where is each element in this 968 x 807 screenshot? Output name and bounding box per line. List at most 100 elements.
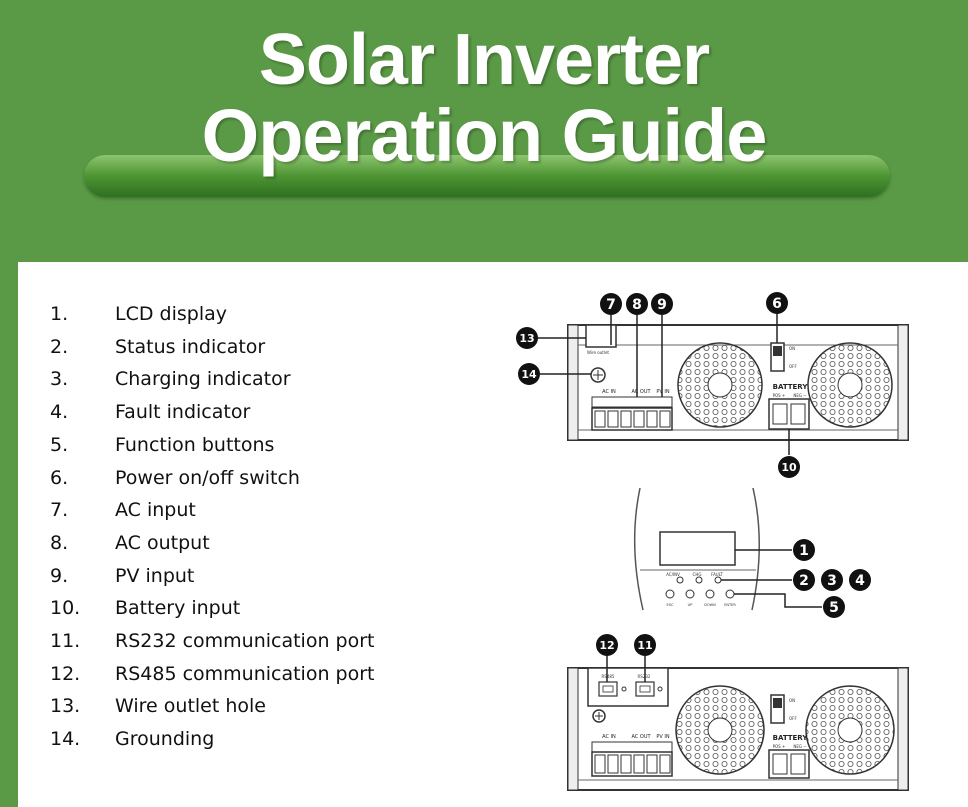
inverter-bottom-view-bottom: RS485 RS232 AC IN AC OUT PV IN ON OFF BA…	[567, 667, 909, 791]
item-label: Function buttons	[115, 433, 275, 456]
item-label: RS232 communication port	[115, 630, 375, 652]
item-number: 14.	[50, 728, 81, 751]
item-number: 12.	[50, 662, 81, 685]
item-label: Status indicator	[115, 335, 266, 358]
svg-text:8: 8	[632, 297, 642, 313]
front-button-label: ESC	[667, 603, 674, 607]
inverter-bottom-view-top: Wire outlet AC IN AC OUT PV IN ON OFF BA…	[567, 324, 909, 441]
svg-text:10: 10	[781, 461, 797, 474]
item-label: Grounding	[115, 728, 215, 751]
item-number: 4.	[50, 401, 69, 424]
svg-text:12: 12	[599, 639, 614, 652]
list-item: 1.LCD display	[50, 303, 410, 335]
switch-off-label: OFF	[789, 364, 797, 369]
fan-grille-right	[807, 342, 893, 428]
wire-outlet-label: Wire outlet	[587, 350, 609, 355]
callout-3: 3	[821, 569, 843, 591]
switch-on-label: ON	[789, 698, 795, 703]
svg-text:1: 1	[799, 543, 809, 559]
svg-text:6: 6	[772, 296, 782, 312]
page-title-line2: Operation Guide	[201, 94, 768, 177]
title-ribbon	[84, 155, 890, 197]
list-item: 10.Battery input	[50, 597, 410, 629]
callout-4: 4	[849, 569, 871, 591]
item-number: 13.	[50, 695, 81, 718]
fan-grille-left	[675, 685, 765, 775]
switch-off-label: OFF	[789, 716, 797, 721]
pv-in-label: PV IN	[656, 734, 669, 740]
item-label: Fault indicator	[115, 401, 251, 424]
item-number: 7.	[50, 499, 69, 522]
ac-in-label: AC IN	[602, 734, 616, 740]
item-label: AC output	[115, 531, 210, 554]
front-button-label: UP	[688, 603, 693, 607]
item-number: 8.	[50, 531, 69, 554]
callout-10: 10	[778, 456, 800, 478]
list-item: 5. Function buttons	[50, 434, 410, 466]
front-indicator-label: FAULT	[711, 572, 723, 577]
list-item: 2. Status indicator	[50, 336, 410, 368]
list-item: 11. RS232 communication port	[50, 630, 410, 662]
ac-out-label: AC OUT	[631, 734, 651, 740]
battery-label: BATTERY	[773, 734, 809, 742]
item-label: LCD display	[115, 303, 227, 325]
callout-8: 8	[626, 293, 648, 315]
page-title-line1: Solar Inverter	[258, 20, 710, 100]
svg-text:13: 13	[519, 332, 534, 345]
function-button	[725, 589, 735, 599]
ac-in-label: AC IN	[602, 389, 616, 395]
item-label: PV input	[115, 564, 195, 587]
item-number: 2.	[50, 335, 69, 358]
svg-text:5: 5	[829, 600, 839, 616]
list-item: 3.Charging indicator	[50, 368, 410, 400]
item-number: 10.	[50, 597, 81, 620]
callout-11: 11	[634, 634, 656, 656]
svg-text:3: 3	[827, 573, 837, 589]
fault-led	[714, 576, 722, 584]
wire-outlet-hole	[585, 324, 617, 348]
callout-12: 12	[596, 634, 618, 656]
function-button	[665, 589, 675, 599]
battery-pos-label: POS +	[773, 744, 786, 749]
function-button	[705, 589, 715, 599]
function-button	[685, 589, 695, 599]
callout-1: 1	[793, 539, 815, 561]
callout-9: 9	[651, 293, 673, 315]
list-item: 14. Grounding	[50, 728, 410, 760]
list-item: 13.Wire outlet hole	[50, 695, 410, 727]
callout-6: 6	[766, 292, 788, 314]
item-label: AC input	[115, 499, 196, 522]
callout-14: 14	[518, 363, 540, 385]
battery-neg-label: NEG −	[793, 744, 806, 749]
lcd-display	[659, 531, 736, 566]
front-button-label: ENTER	[724, 603, 736, 607]
item-number: 5.	[50, 433, 69, 456]
item-number: 11.	[50, 630, 81, 652]
svg-text:4: 4	[855, 573, 865, 589]
switch-on-label: ON	[789, 346, 795, 351]
charging-led	[695, 576, 703, 584]
pv-in-label: PV IN	[656, 389, 669, 395]
callout-5: 5	[823, 596, 845, 618]
terminal-block	[591, 407, 673, 431]
rs485-port	[598, 681, 618, 697]
callout-13: 13	[516, 327, 538, 349]
list-item: 7. AC input	[50, 499, 410, 531]
fan-grille-right	[805, 685, 895, 775]
list-item: 8. AC output	[50, 532, 410, 564]
list-item: 9. PV input	[50, 565, 410, 597]
svg-text:11: 11	[637, 639, 652, 652]
rs232-port	[635, 681, 655, 697]
list-item: 6. Power on/off switch	[50, 467, 410, 499]
status-led	[676, 576, 684, 584]
front-indicator-label: AC/INV	[666, 572, 680, 577]
callout-7: 7	[600, 293, 622, 315]
svg-text:2: 2	[799, 573, 809, 589]
item-number: 6.	[50, 466, 69, 489]
item-label: Power on/off switch	[115, 466, 300, 489]
list-item: 4. Fault indicator	[50, 401, 410, 433]
item-number: 9.	[50, 564, 69, 587]
battery-neg-label: NEG −	[793, 393, 806, 398]
header-banner: Solar Inverter Operation Guide	[0, 0, 968, 262]
